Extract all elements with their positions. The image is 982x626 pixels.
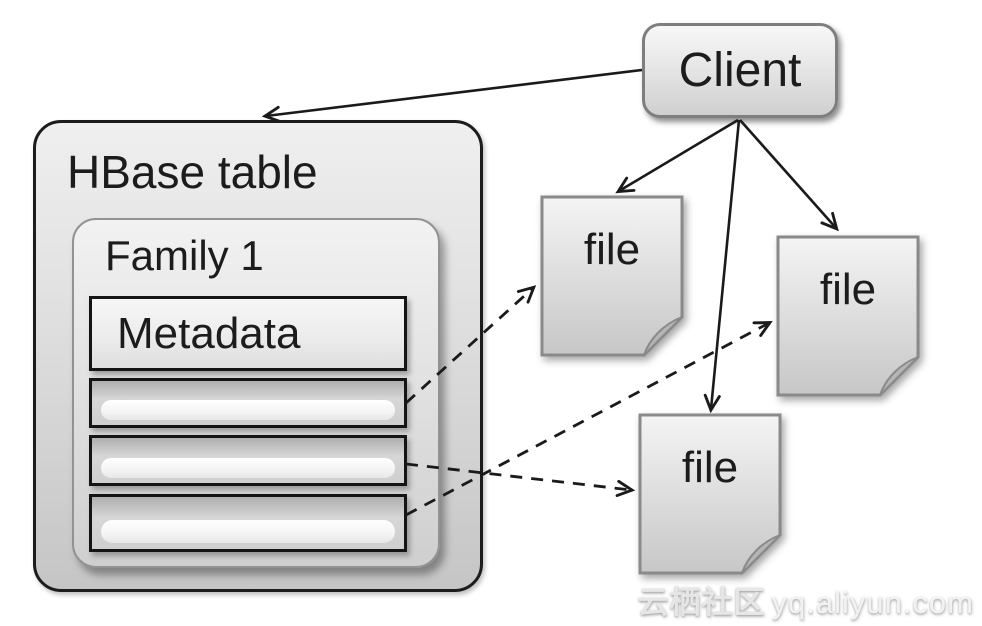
edge-client-to-hbase <box>261 68 643 123</box>
file-node-3: file <box>638 413 782 575</box>
metadata-cell: Metadata <box>89 296 407 371</box>
hbase-table-box: HBase table Family 1 Metadata <box>33 120 483 592</box>
family-data-row <box>89 378 407 428</box>
edge-client-to-file3 <box>703 119 741 414</box>
file-label: file <box>681 443 739 492</box>
watermark-cjk-text: 云栖社区 <box>637 585 766 620</box>
edge-client-to-file1 <box>615 118 739 194</box>
watermark-latin-text: yq.aliyun.com <box>771 585 974 620</box>
document-icon <box>776 235 920 397</box>
family-data-row <box>89 435 407 486</box>
client-node: Client <box>642 23 838 118</box>
family-data-row <box>89 494 407 552</box>
metadata-label: Metadata <box>117 308 301 358</box>
row-highlight <box>101 519 395 543</box>
document-icon <box>540 195 684 357</box>
family-box: Family 1 Metadata <box>72 218 440 568</box>
document-icon <box>638 413 782 575</box>
row-highlight <box>101 400 395 420</box>
file-node-2: file <box>776 235 920 397</box>
family-title: Family 1 <box>105 232 264 279</box>
row-highlight <box>101 457 395 478</box>
file-label: file <box>819 265 877 314</box>
hbase-table-title: HBase table <box>67 146 318 198</box>
file-node-1: file <box>540 195 684 357</box>
edge-client-to-file2 <box>739 119 839 232</box>
client-label: Client <box>678 44 802 97</box>
file-label: file <box>583 225 641 274</box>
